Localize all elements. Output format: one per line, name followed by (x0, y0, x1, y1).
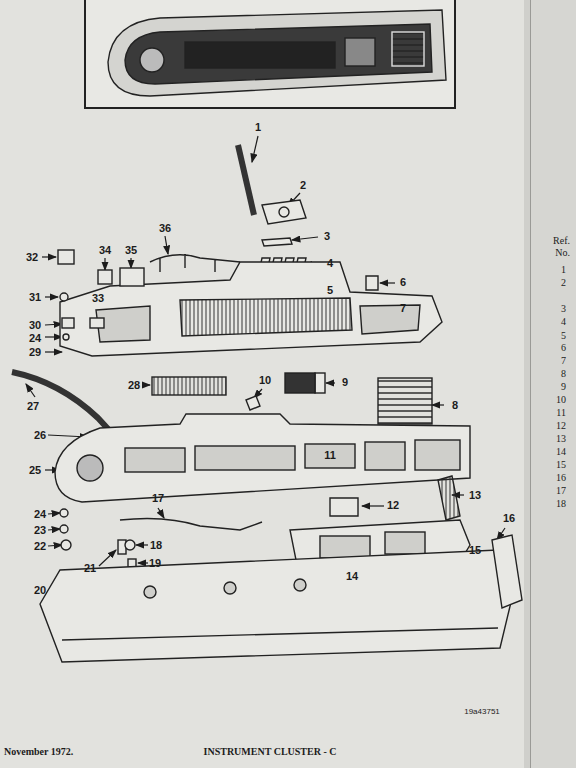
callout-number: 24 (34, 509, 46, 520)
ref-column-text: No. (555, 248, 570, 258)
page-footer-text: November 1972. (4, 747, 73, 757)
callout-number: 11 (324, 450, 336, 461)
ref-column-text: 5 (561, 331, 566, 341)
callout-number: 34 (99, 245, 111, 256)
callout-number: 3 (324, 231, 330, 242)
callout-number: 36 (159, 223, 171, 234)
page-footer-text: 19a43751 (464, 708, 500, 716)
ref-column-text: 18 (556, 499, 566, 509)
ref-column-text: 4 (561, 317, 566, 327)
callout-number: 26 (34, 430, 46, 441)
callout-number: 28 (128, 380, 140, 391)
callout-number: 20 (34, 585, 46, 596)
ref-column-text: 14 (556, 447, 566, 457)
callout-number: 4 (327, 258, 333, 269)
callout-number: 25 (29, 465, 41, 476)
ref-column-text: 15 (556, 460, 566, 470)
callout-number: 14 (346, 571, 358, 582)
callout-number: 32 (26, 252, 38, 263)
callout-number: 5 (327, 285, 333, 296)
callout-number: 9 (342, 377, 348, 388)
callout-number: 18 (150, 540, 162, 551)
callout-number: 8 (452, 400, 458, 411)
ref-column-text: 12 (556, 421, 566, 431)
callout-number: 35 (125, 245, 137, 256)
ref-column-text: 9 (561, 382, 566, 392)
callout-number: 10 (259, 375, 271, 386)
callout-number: 22 (34, 541, 46, 552)
ref-column-text: Ref. (553, 236, 570, 246)
callout-number: 23 (34, 525, 46, 536)
callout-number: 33 (92, 293, 104, 304)
callout-number: 12 (387, 500, 399, 511)
ref-column-text: 11 (556, 408, 566, 418)
callout-number: 13 (469, 490, 481, 501)
ref-column-text: 13 (556, 434, 566, 444)
callout-number: 6 (400, 277, 406, 288)
ref-column-text: 1 (561, 265, 566, 275)
callout-number: 31 (29, 292, 41, 303)
callout-number: 27 (27, 401, 39, 412)
callout-number: 1 (255, 122, 261, 133)
callout-number: 17 (152, 493, 164, 504)
ref-column-text: 7 (561, 356, 566, 366)
ref-column-text: 6 (561, 343, 566, 353)
callout-number: 15 (469, 545, 481, 556)
ref-column-text: 2 (561, 278, 566, 288)
callout-number: 21 (84, 563, 96, 574)
ref-column-text: 17 (556, 486, 566, 496)
ref-column-text: 3 (561, 304, 566, 314)
callout-number: 7 (400, 303, 406, 314)
page-footer-text: INSTRUMENT CLUSTER - C (204, 747, 337, 757)
ref-column-text: 10 (556, 395, 566, 405)
callout-number: 24 (29, 333, 41, 344)
callout-number: 16 (503, 513, 515, 524)
ref-column-text: 16 (556, 473, 566, 483)
callout-number: 29 (29, 347, 41, 358)
ref-column-text: 8 (561, 369, 566, 379)
callout-number: 19 (149, 558, 161, 569)
callout-number: 2 (300, 180, 306, 191)
callout-number: 30 (29, 320, 41, 331)
